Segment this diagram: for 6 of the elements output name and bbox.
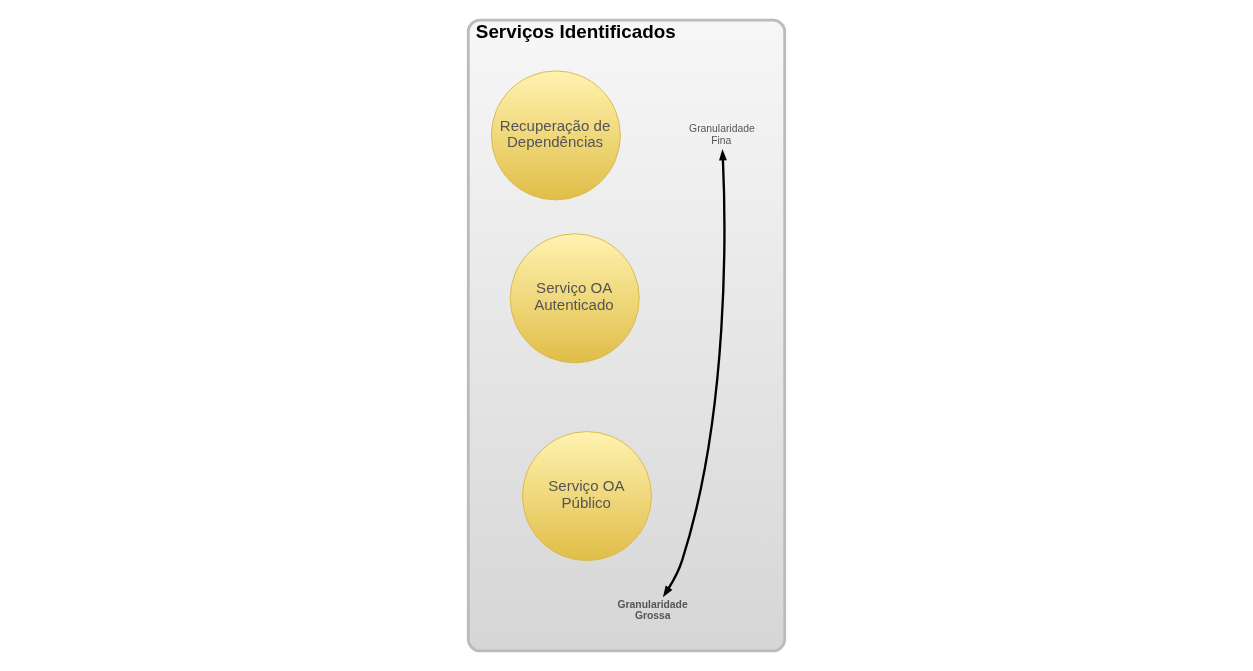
node-circle: Serviço OA Público — [522, 431, 652, 562]
arrow — [662, 149, 727, 598]
node-text: Granularidade Grossa — [617, 599, 688, 621]
node-text: Granularidade Fina — [689, 123, 755, 146]
node-circle: Recuperação de Dependências — [490, 70, 621, 201]
node-circle: Serviço OA Autenticado — [509, 233, 640, 364]
